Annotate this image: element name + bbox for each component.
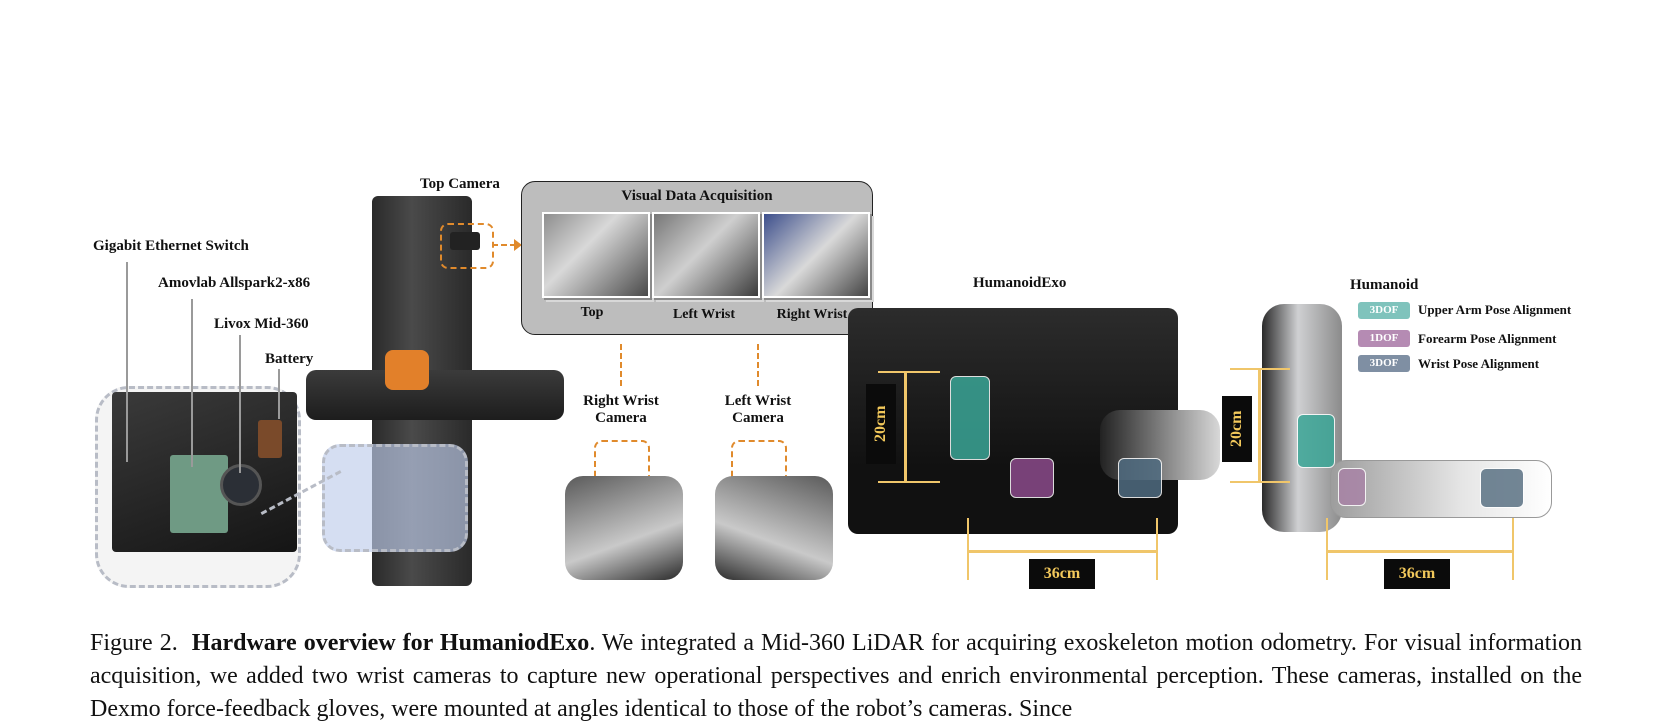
- exo-width-guide-right: [1156, 518, 1158, 580]
- leader-line-switch: [126, 262, 128, 462]
- exo-height-label: 20cm: [866, 384, 896, 464]
- thumb-left-wrist-view: [652, 212, 760, 298]
- legend-badge-wrist: 3DOF: [1358, 355, 1410, 372]
- legend-text-wrist: Wrist Pose Alignment: [1418, 356, 1540, 371]
- thumb-right-wrist-view: [762, 212, 870, 298]
- label-gigabit-switch: Gigabit Ethernet Switch: [93, 238, 249, 254]
- exo-forearm-overlay: [1010, 458, 1054, 498]
- view-label-top: Top: [580, 305, 604, 320]
- arrow-head: [514, 239, 522, 251]
- exoskeleton-arms-photo: [306, 370, 564, 420]
- right-wrist-arrow: [620, 344, 622, 386]
- leader-line-battery: [278, 369, 280, 419]
- view-label-left-wrist: Left Wrist: [672, 307, 736, 322]
- robot-height-line: [1258, 368, 1261, 483]
- figure-caption: Figure 2. Hardware overview for Humaniod…: [90, 627, 1582, 726]
- robot-width-line: [1326, 550, 1514, 553]
- caption-body: . We integrated a Mid-360 LiDAR for acqu…: [90, 630, 1582, 722]
- exo-width-label: 36cm: [1029, 559, 1095, 589]
- caption-prefix: Figure 2.: [90, 630, 178, 656]
- right-glove-photo: [565, 476, 683, 580]
- legend-badge-upper-arm: 3DOF: [1358, 302, 1410, 319]
- top-camera-photo: [450, 232, 480, 250]
- visual-panel-title: Visual Data Acquisition: [621, 188, 773, 204]
- top-camera-arrow: [492, 244, 516, 246]
- robot-upper-arm-overlay: [1297, 414, 1335, 468]
- compute-module-photo: [170, 455, 228, 533]
- legend-text-forearm: Forearm Pose Alignment: [1418, 331, 1557, 346]
- left-glove-photo: [715, 476, 833, 580]
- label-amovlab: Amovlab Allspark2-x86: [158, 275, 311, 291]
- leader-line-livox: [239, 335, 241, 473]
- exo-width-guide-left: [967, 518, 969, 580]
- label-humanoid-exo: HumanoidExo: [973, 275, 1067, 291]
- label-battery: Battery: [265, 351, 314, 367]
- dof-legend: 3DOF Upper Arm Pose Alignment 1DOF Forea…: [1358, 300, 1598, 376]
- robot-wrist-overlay: [1480, 468, 1524, 508]
- label-top-camera: Top Camera: [420, 176, 500, 192]
- label-left-wrist-camera: Left Wrist Camera: [724, 393, 792, 427]
- exo-height-guide-top: [878, 371, 940, 373]
- legend-text-upper-arm: Upper Arm Pose Alignment: [1418, 302, 1572, 317]
- exo-height-line: [904, 371, 907, 483]
- left-wrist-arrow: [757, 344, 759, 386]
- thumb-top-view: [542, 212, 650, 298]
- robot-height-label: 20cm: [1222, 396, 1252, 462]
- label-livox: Livox Mid-360: [214, 316, 309, 332]
- leader-line-amovlab: [191, 299, 193, 467]
- robot-width-label: 36cm: [1384, 559, 1450, 589]
- label-humanoid: Humanoid: [1350, 277, 1419, 293]
- robot-forearm-overlay: [1338, 468, 1366, 506]
- view-label-right-wrist: Right Wrist: [776, 307, 848, 322]
- visual-data-panel: Visual Data Acquisition Top Left Wrist R…: [521, 181, 873, 335]
- label-right-wrist-camera: Right Wrist Camera: [583, 393, 659, 427]
- battery-photo: [258, 420, 282, 458]
- legend-badge-forearm: 1DOF: [1358, 330, 1410, 347]
- robot-width-guide-left: [1326, 518, 1328, 580]
- robot-width-guide-right: [1512, 518, 1514, 580]
- zoom-highlight-box: [322, 444, 468, 552]
- exo-height-guide-bottom: [878, 481, 940, 483]
- caption-title: Hardware overview for HumaniodExo: [191, 630, 590, 656]
- top-camera-highlight: [440, 223, 494, 269]
- exo-upper-arm-overlay: [950, 376, 990, 460]
- exo-wrist-overlay: [1118, 458, 1162, 498]
- shoulder-joint-photo: [385, 350, 429, 390]
- lidar-sensor-photo: [220, 464, 262, 506]
- exo-width-line: [967, 550, 1158, 553]
